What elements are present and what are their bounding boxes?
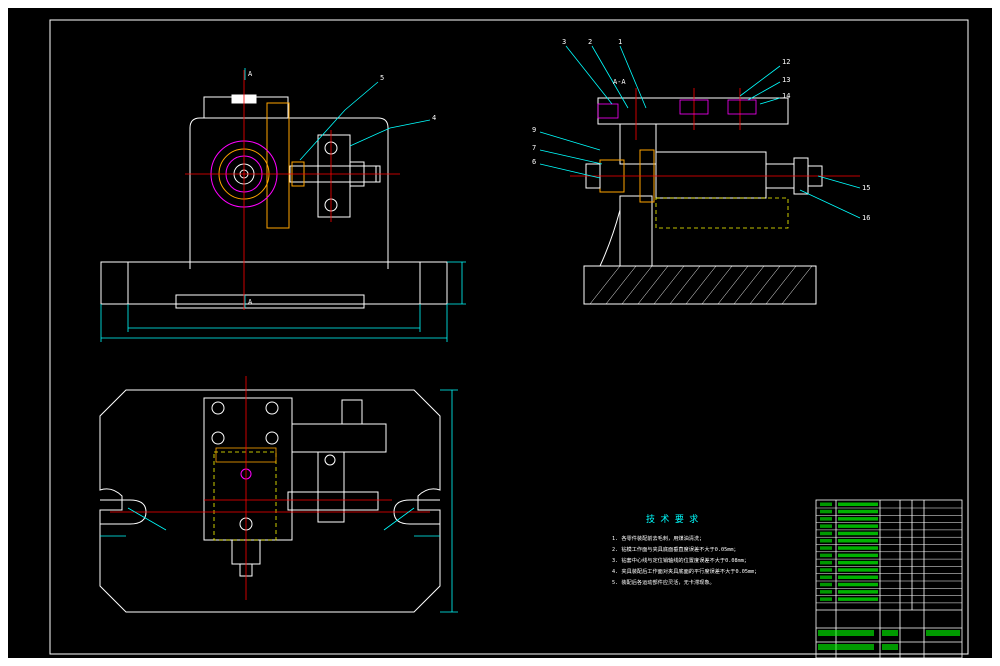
callout-12: 12 (782, 58, 790, 66)
base-plate (100, 261, 448, 305)
tech-req-item-2: 2. 钻模工作面与夹具底面垂直度误差不大于0.05mm； (612, 545, 739, 553)
title-block-entry-no (820, 597, 832, 601)
tech-req-item-4: 4. 夹具装配后工作面对夹具底面的平行度误差不大于0.05mm； (612, 567, 759, 575)
callout-6: 6 (532, 158, 536, 166)
title-block-entry (838, 546, 878, 550)
callout-16: 16 (862, 214, 870, 222)
title-block-field (926, 630, 960, 636)
title-block-entry-no (820, 590, 832, 594)
tech-req-item-5: 5. 装配后各运动部件应灵活，无卡滞现象。 (612, 578, 715, 586)
title-block-entry-no (820, 509, 832, 514)
title-block-entry (838, 575, 878, 579)
title-block-entry (838, 553, 878, 558)
inner-border (49, 19, 969, 655)
callout-4: 4 (432, 114, 436, 122)
callout-14: 14 (782, 92, 790, 100)
title-block-entry-no (820, 553, 832, 558)
title-block-entry-no (820, 546, 832, 550)
callout-3: 3 (562, 38, 566, 46)
top-base-outline (99, 389, 441, 613)
title-block-entry-no (820, 502, 832, 506)
front-centerlines (185, 70, 400, 310)
section-callouts: 3 2 1 12 13 14 9 7 6 15 16 5 4 (380, 38, 870, 222)
title-block-entry (838, 509, 878, 514)
callout-5: 5 (380, 74, 384, 82)
title-block-entry-no (820, 568, 832, 572)
base-groove (175, 294, 365, 309)
callout-13: 13 (782, 76, 790, 84)
top-dimensions (100, 389, 458, 613)
tech-requirements: 技 术 要 求 1. 各零件装配前去毛刺，用煤油清洗； 2. 钻模工作面与夹具底… (612, 513, 759, 586)
callout-7: 7 (532, 144, 536, 152)
title-block-entry-no (820, 539, 832, 543)
section-web (619, 195, 653, 266)
section-leaders (539, 45, 861, 219)
title-block-field (818, 630, 874, 636)
front-marker-bottom: A (248, 298, 253, 306)
title-block-entry (838, 582, 878, 587)
tech-req-item-1: 1. 各零件装配前去毛刺，用煤油清洗； (612, 534, 704, 542)
section-hidden (655, 197, 789, 229)
title-block-entry (838, 560, 878, 565)
title-block-rows (816, 507, 962, 604)
callout-9: 9 (532, 126, 536, 134)
callout-1: 1 (618, 38, 622, 46)
title-block-field (882, 630, 898, 636)
title-block-entry (838, 597, 878, 601)
title-block-entry (838, 524, 878, 528)
callout-2: 2 (588, 38, 592, 46)
title-block-entry (838, 517, 878, 521)
callout-15: 15 (862, 184, 870, 192)
section-label: A-A (613, 78, 626, 86)
tech-req-item-3: 3. 钻套中心线与定位销轴线的位置度误差不大于0.08mm； (612, 556, 749, 564)
top-centerlines (110, 376, 430, 600)
title-block-entry (838, 502, 878, 506)
title-block-field (818, 644, 874, 650)
title-block-entry-no (820, 560, 832, 565)
top-hidden (213, 451, 277, 541)
section-parts (597, 99, 757, 119)
front-marker-top: A (248, 70, 253, 78)
title-block-entry-no (820, 531, 832, 536)
front-dimensions (100, 68, 466, 342)
title-block-entry-no (820, 517, 832, 521)
tech-req-title: 技 术 要 求 (646, 513, 698, 525)
title-block-field (882, 644, 898, 650)
drill-plate (266, 102, 290, 229)
title-block-entries (818, 502, 960, 650)
section-centerlines (570, 88, 860, 177)
title-block-entry (838, 590, 878, 594)
title-block-entry-no (820, 582, 832, 587)
title-block-entry-no (820, 524, 832, 528)
title-block-entry (838, 531, 878, 536)
title-block-entry (838, 539, 878, 543)
title-block-entry (838, 568, 878, 572)
title-block-entry-no (820, 575, 832, 579)
